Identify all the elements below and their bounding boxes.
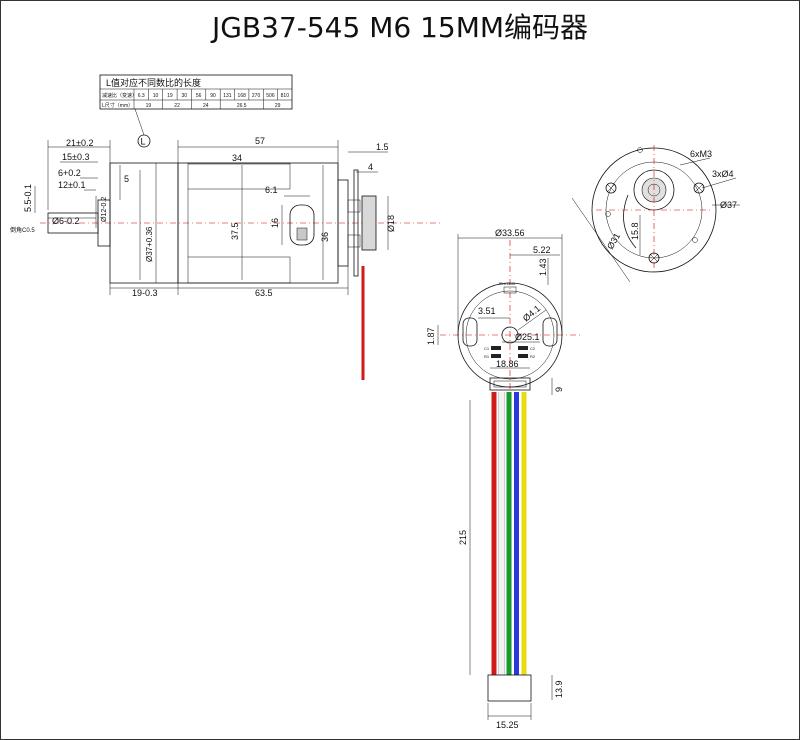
dim-15-25: 15.25: [496, 720, 519, 730]
table-ratio-cell: 30: [181, 93, 187, 99]
dim-6-shaft: Ø6-0.2: [52, 216, 80, 226]
table-length-cell: 19: [146, 103, 152, 109]
encoder-pcb-side: [353, 169, 359, 277]
table-length-cell: 24: [203, 103, 209, 109]
dim-15: 15±0.3: [62, 152, 89, 162]
dim-6: 6+0.2: [58, 168, 81, 178]
table-ratio-cell: 168: [238, 93, 247, 99]
encoder-connector: [489, 377, 531, 391]
dim-19: 19-0.3: [132, 288, 158, 298]
encoder-left-slot: [462, 317, 478, 347]
dim-36: 36: [320, 232, 330, 242]
pcb-components: C1 C2 R1 R2: [484, 346, 536, 359]
table-ratio-cell: 506: [266, 93, 275, 99]
dim-5: 5: [124, 174, 129, 184]
table-length-cell: 26.5: [237, 103, 247, 109]
side-view: 21±0.2 15±0.3 6+0.2 12±0.1 57 34 1.5 4 5…: [10, 136, 440, 380]
dim-21: 21±0.2: [66, 138, 93, 148]
table-ratio-cell: 90: [210, 93, 216, 99]
pcb-label-top: JB-e1ed0: [498, 281, 516, 286]
table-ratio-cell: 270: [252, 93, 261, 99]
dim-37-5: 37.5: [230, 222, 240, 240]
dim-31: Ø31: [605, 231, 622, 251]
brush-window: [289, 204, 315, 246]
table-length-cell: 29: [275, 103, 281, 109]
dim-3x4: 3xØ4: [712, 169, 734, 179]
dim-15-8: 15.8: [630, 222, 640, 240]
magnet-disc: [361, 195, 377, 251]
dim-37-front: Ø37: [720, 200, 737, 210]
encoder-wires: [491, 392, 527, 675]
dim-215: 215: [458, 530, 468, 545]
pcb-label-c2: C2: [530, 346, 536, 351]
front-view: 6xM3 3xØ4 Ø37 Ø31 15.8: [571, 145, 740, 283]
dim-12: 12±0.1: [58, 180, 85, 190]
dim-6-1: 6.1: [265, 185, 278, 195]
dim-34: 34: [232, 153, 242, 163]
dim-63-5: 63.5: [255, 288, 273, 298]
dim-5-22: 5.22: [533, 245, 551, 255]
encoder-center-hole: [501, 326, 519, 344]
dim-5-5: 5.5-0.1: [23, 184, 33, 212]
dim-9: 9: [554, 387, 564, 392]
table-row2-label: L尺寸（mm）: [102, 102, 133, 109]
pcb-label-r2: R2: [530, 354, 536, 359]
dim-4: 4: [368, 162, 373, 172]
table-heading: L值对应不同数比的长度: [106, 77, 201, 88]
l-marker-circle: [137, 134, 151, 148]
encoder-view: JB-e1ed0 C1 C2 R1 R2: [426, 228, 580, 730]
dim-3-51: 3.51: [478, 306, 496, 316]
dim-1-43: 1.43: [538, 258, 548, 276]
dim-12-shaft: Ø12-0.2: [101, 197, 108, 222]
table-ratio-cell: 6.3: [138, 93, 145, 99]
dim-57: 57: [255, 136, 265, 146]
pcb-label-r1: R1: [484, 354, 490, 359]
table-ratio-cells: 6.3 10 19 30 56 90 131 168 270 506 810: [138, 89, 290, 100]
table-ratio-cell: 10: [153, 93, 159, 99]
table-length-cells: 19 22 24 26.5 29: [146, 100, 281, 109]
table-row1-label: 减速比（变速）: [102, 92, 137, 99]
pcb-label-c1: C1: [484, 346, 490, 351]
dim-6xm3: 6xM3: [690, 149, 712, 159]
chamfer-note: 倒角C0.5: [10, 226, 35, 234]
dim-37-body: Ø37+0.36: [145, 226, 154, 262]
table-ratio-cell: 19: [167, 93, 173, 99]
drawing-title: JGB37-545 M6 15MM编码器: [211, 11, 589, 44]
dim-13-9: 13.9: [554, 680, 564, 698]
table-ratio-cell: 131: [223, 93, 232, 99]
rear-cap: [337, 179, 349, 267]
dim-18: Ø18: [386, 215, 396, 232]
dim-1-87: 1.87: [426, 327, 436, 345]
l-marker: L: [141, 137, 146, 147]
dim-16: 16: [270, 218, 280, 228]
dim-18-86: 18.86: [496, 359, 519, 369]
dim-1-5: 1.5: [376, 142, 389, 152]
dim-33-56: Ø33.56: [495, 228, 525, 238]
table-ratio-cell: 810: [281, 93, 290, 99]
table-length-cell: 22: [174, 103, 180, 109]
cable-plug: [487, 674, 532, 702]
table-ratio-cell: 56: [196, 93, 202, 99]
encoder-right-slot: [542, 317, 558, 347]
dim-25-1: Ø25.1: [515, 332, 540, 342]
